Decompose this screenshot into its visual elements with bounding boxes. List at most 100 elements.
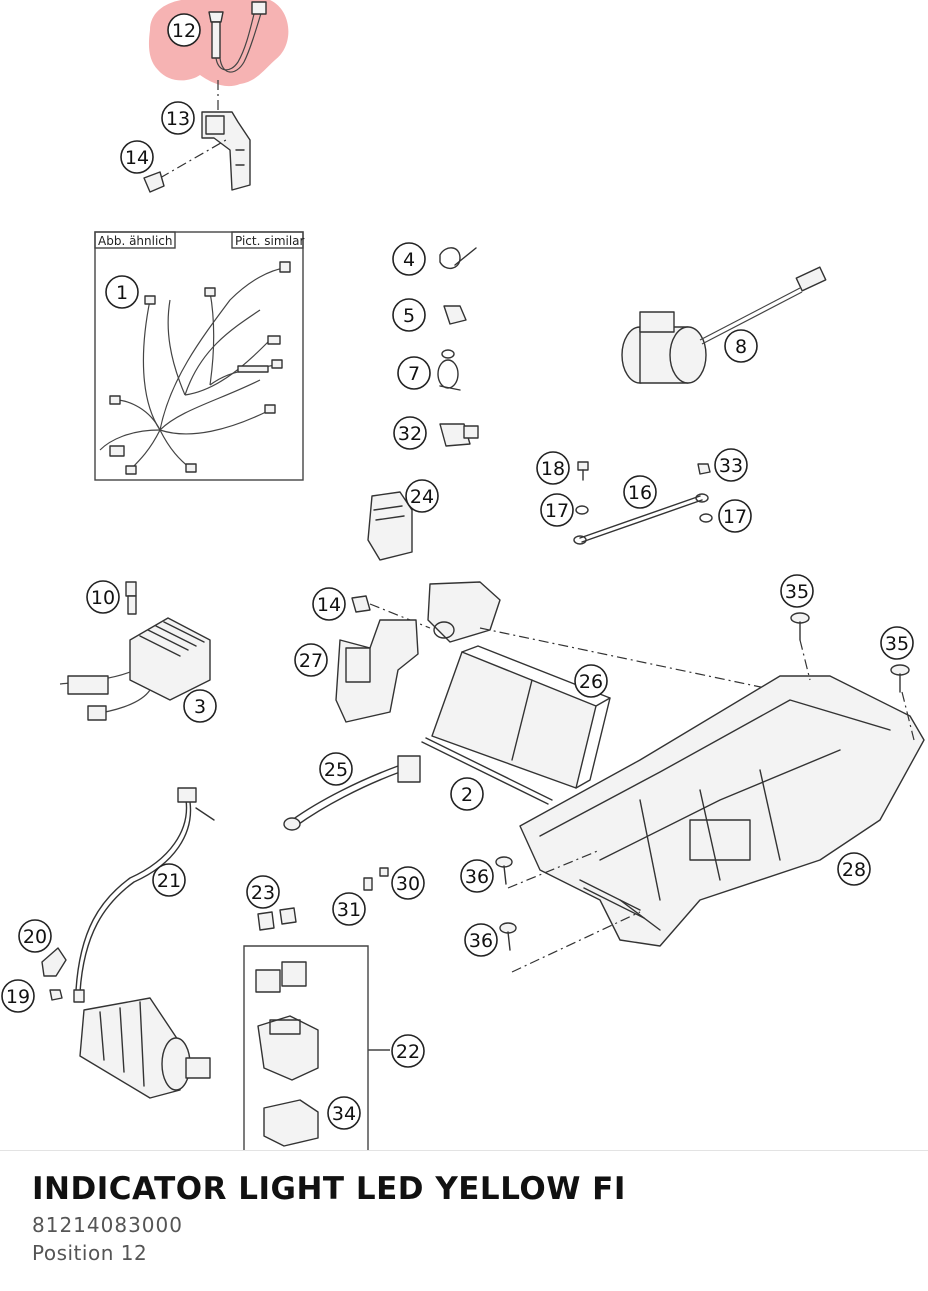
callout-34[interactable]: 34 [327, 1096, 361, 1130]
part-position: Position 12 [32, 1241, 148, 1265]
callout-circle [724, 329, 758, 363]
part-10-sensor[interactable] [125, 581, 137, 615]
part-30-screw[interactable] [379, 867, 389, 877]
callout-3[interactable]: 3 [183, 689, 217, 723]
callout-21[interactable]: 21 [152, 863, 186, 897]
callout-20[interactable]: 20 [18, 919, 52, 953]
part-14-nut-top[interactable] [143, 171, 165, 193]
callout-10[interactable]: 10 [86, 580, 120, 614]
part-7-clamp[interactable] [437, 349, 461, 391]
part-36-screw-upper[interactable] [495, 856, 513, 885]
part-starter-motor[interactable] [79, 997, 211, 1099]
part-36-screw-lower[interactable] [499, 922, 517, 951]
callout-label: 36 [469, 930, 493, 952]
callout-label: 26 [579, 671, 603, 693]
part-2-strap[interactable] [421, 737, 553, 805]
callout-28[interactable]: 28 [837, 852, 871, 886]
callout-12[interactable]: 12 [167, 13, 201, 47]
part-24-cover[interactable] [367, 491, 413, 561]
part-20-cap[interactable] [41, 947, 67, 977]
part-33-nut[interactable] [697, 463, 711, 475]
callout-circle [536, 451, 570, 485]
callout-label: 13 [166, 108, 190, 130]
part-34-relay-cover[interactable] [263, 1099, 319, 1147]
callout-label: 32 [398, 423, 422, 445]
callout-circle [312, 587, 346, 621]
callout-23[interactable]: 23 [246, 875, 280, 909]
callout-17[interactable]: 17 [540, 493, 574, 527]
callout-5[interactable]: 5 [392, 298, 426, 332]
part-14-nut-lower[interactable] [351, 595, 371, 613]
part-name: INDICATOR LIGHT LED YELLOW FI [32, 1171, 626, 1207]
callout-circle [460, 859, 494, 893]
callout-14[interactable]: 14 [120, 140, 154, 174]
callout-14[interactable]: 14 [312, 587, 346, 621]
part-8-horn[interactable] [621, 266, 827, 384]
callout-circle [540, 493, 574, 527]
part-info-panel: INDICATOR LIGHT LED YELLOW FI 8121408300… [0, 1150, 928, 1291]
callout-circle [392, 298, 426, 332]
callout-36[interactable]: 36 [464, 923, 498, 957]
inset-label-pict: Pict. similar [235, 234, 305, 248]
callout-2[interactable]: 2 [450, 777, 484, 811]
leader-line [901, 691, 915, 741]
callout-circle [392, 242, 426, 276]
callout-7[interactable]: 7 [397, 356, 431, 390]
part-27-bracket[interactable] [335, 619, 419, 723]
callout-26[interactable]: 26 [574, 664, 608, 698]
callout-4[interactable]: 4 [392, 242, 426, 276]
callout-label: 20 [23, 926, 47, 948]
part-28-rear-subframe[interactable] [519, 675, 925, 947]
inset-label-abb: Abb. ähnlich [98, 234, 173, 248]
callout-36[interactable]: 36 [460, 859, 494, 893]
callout-label: 16 [628, 482, 652, 504]
leader-line [511, 911, 641, 973]
part-17-washer-right[interactable] [699, 513, 713, 523]
part-18-bolt[interactable] [577, 461, 589, 481]
part-16-ground-cable[interactable] [573, 493, 709, 545]
part-17-washer-left[interactable] [575, 505, 589, 515]
part-32-connector[interactable] [439, 423, 479, 447]
callout-19[interactable]: 19 [1, 979, 35, 1013]
callout-circle [152, 863, 186, 897]
callout-32[interactable]: 32 [393, 416, 427, 450]
part-35-screw-right[interactable] [890, 664, 910, 693]
callout-18[interactable]: 18 [536, 451, 570, 485]
part-13-bracket[interactable] [201, 111, 251, 191]
exploded-parts-diagram: Abb. ähnlich Pict. similar [1, 0, 925, 1150]
part-1-wiring-harness[interactable] [99, 261, 291, 475]
callout-25[interactable]: 25 [319, 752, 353, 786]
part-23-terminals[interactable] [257, 907, 297, 931]
callout-1[interactable]: 1 [105, 275, 139, 309]
callout-label: 30 [396, 873, 420, 895]
callout-31[interactable]: 31 [332, 892, 366, 926]
callout-label: 14 [317, 594, 341, 616]
part-35-screw-left[interactable] [790, 612, 810, 641]
callout-circle [86, 580, 120, 614]
part-22-starter-relay[interactable] [255, 961, 319, 1081]
part-3-regulator[interactable] [59, 617, 211, 721]
callout-circle [450, 777, 484, 811]
callout-16[interactable]: 16 [623, 475, 657, 509]
callout-27[interactable]: 27 [294, 643, 328, 677]
part-12-indicator-light[interactable] [208, 1, 267, 73]
part-26-battery[interactable] [431, 645, 611, 789]
part-5-clip[interactable] [443, 305, 467, 325]
part-31-screw[interactable] [363, 877, 373, 891]
callout-33[interactable]: 33 [714, 448, 748, 482]
callout-35[interactable]: 35 [880, 626, 914, 660]
callout-24[interactable]: 24 [405, 479, 439, 513]
part-ecu-module[interactable] [427, 581, 501, 643]
part-19-nut[interactable] [49, 989, 63, 1001]
callout-circle [780, 574, 814, 608]
part-25-battery-cable[interactable] [283, 755, 421, 831]
part-21-starter-cable[interactable] [73, 787, 215, 1003]
part-4-cable-tie[interactable] [439, 247, 477, 269]
callout-17[interactable]: 17 [718, 499, 752, 533]
callout-13[interactable]: 13 [161, 101, 195, 135]
callout-22[interactable]: 22 [391, 1034, 425, 1068]
callout-8[interactable]: 8 [724, 329, 758, 363]
callout-35[interactable]: 35 [780, 574, 814, 608]
callout-label: 4 [403, 249, 415, 271]
callout-30[interactable]: 30 [391, 866, 425, 900]
